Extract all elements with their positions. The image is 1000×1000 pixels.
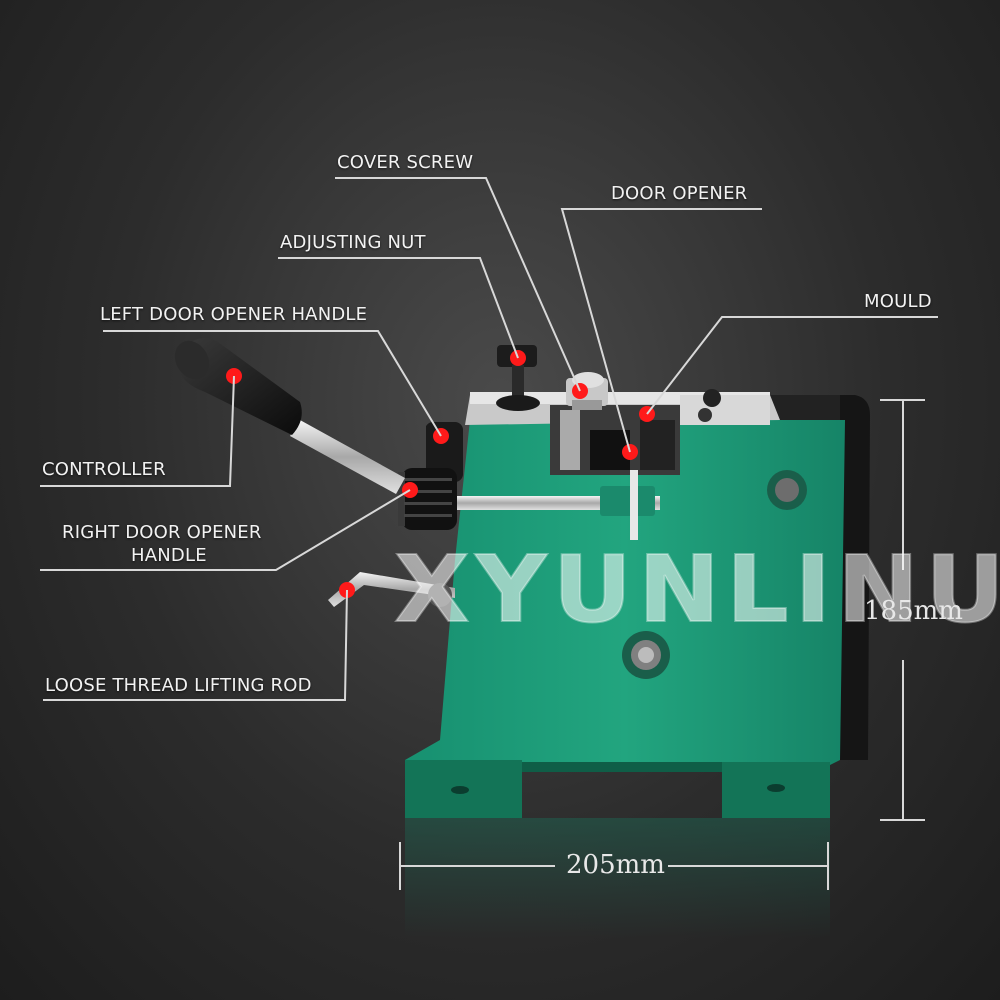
leader-left-door-opener-handle: [103, 330, 442, 437]
leader-door-opener: [560, 208, 762, 453]
leader-loose-thread-lifting-rod: [43, 589, 348, 701]
label-loose-thread-lifting-rod: LOOSE THREAD LIFTING ROD: [45, 675, 312, 696]
width-dimension-label: 205mm: [566, 850, 665, 880]
height-dimension-label: 185mm: [864, 596, 963, 626]
leader-cover-screw: [335, 177, 581, 392]
leader-controller: [40, 375, 235, 487]
height-dimension-line: [880, 399, 925, 821]
horizontal-shaft: [450, 470, 660, 540]
leader-lines: [40, 177, 938, 701]
label-left-door-opener-handle: LEFT DOOR OPENER HANDLE: [100, 304, 368, 325]
shaft-hub-upper: [767, 470, 807, 510]
machine-body: [405, 420, 845, 818]
door-opener-knobs: [398, 422, 463, 530]
label-cover-screw: COVER SCREW: [337, 152, 474, 173]
controller-handle: [174, 338, 405, 494]
label-controller: CONTROLLER: [42, 459, 166, 480]
brand-watermark: XYUNLINU: [393, 536, 1000, 643]
shaft-hub-lower: [622, 631, 670, 679]
lifting-rod: [328, 572, 455, 607]
leader-right-door-opener-handle: [40, 489, 411, 571]
leader-mould: [646, 316, 938, 415]
leader-adjusting-nut: [278, 257, 519, 359]
floor-reflection: [405, 818, 830, 938]
label-adjusting-nut: ADJUSTING NUT: [280, 232, 426, 253]
label-mould: MOULD: [864, 291, 932, 312]
width-dimension-line: [399, 842, 829, 890]
label-door-opener: DOOR OPENER: [611, 183, 748, 204]
label-right-door-opener-handle-line2: HANDLE: [131, 545, 207, 566]
label-right-door-opener-handle-line1: RIGHT DOOR OPENER: [62, 522, 262, 543]
rear-cover: [770, 395, 870, 760]
